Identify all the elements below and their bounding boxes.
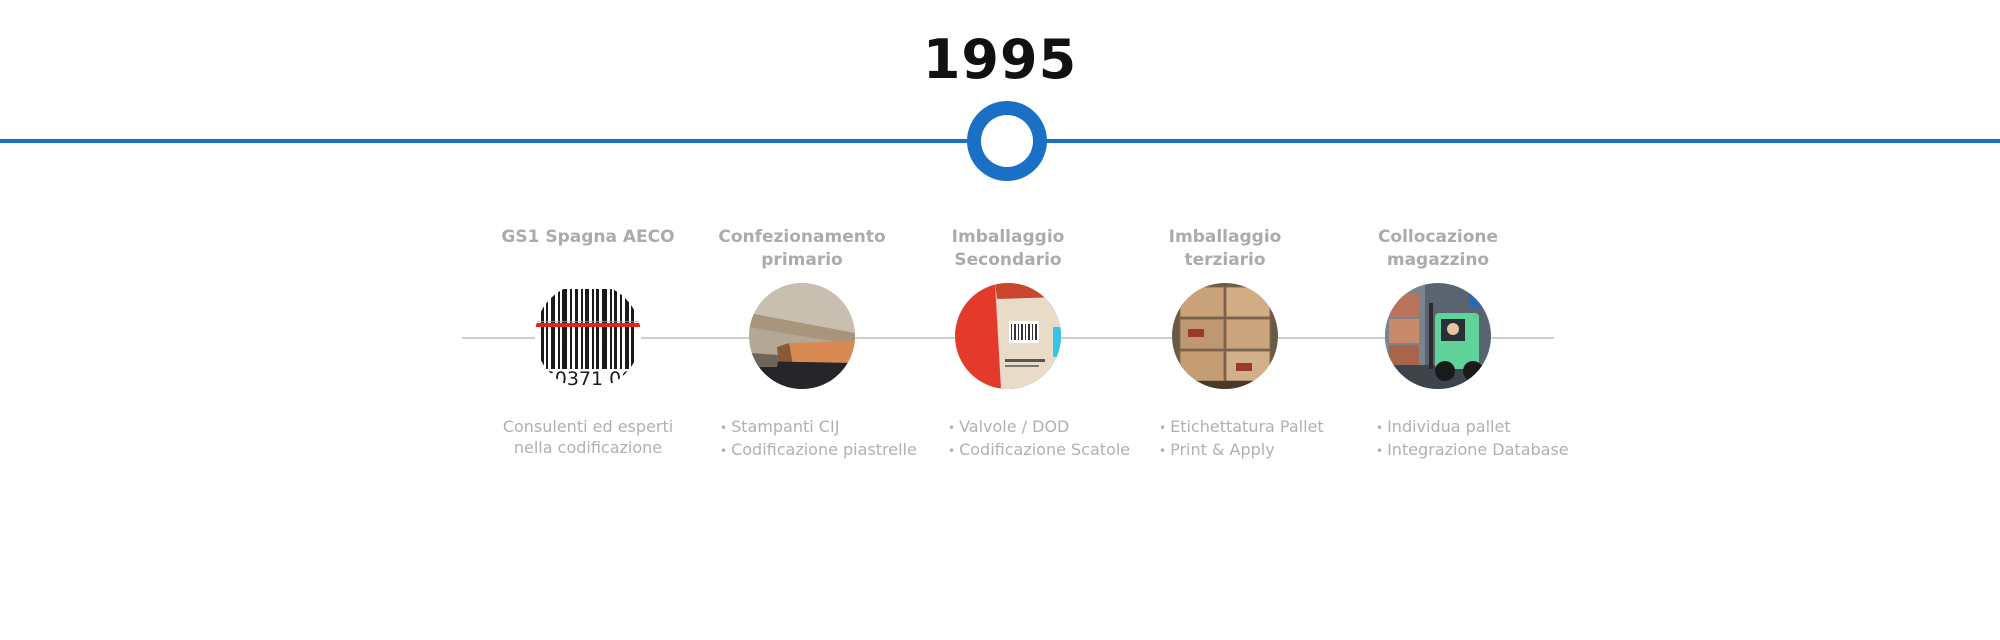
bullet-item: •Individua pallet (1376, 417, 1511, 436)
step-tertiary-packaging: Imballaggio terziario •Etichettatura Pal… (1095, 226, 1355, 466)
bullet-item: •Integrazione Database (1376, 440, 1569, 459)
tile-photo (749, 283, 855, 389)
step-description: •Valvole / DOD •Codificazione Scatole (878, 416, 1138, 462)
step-title: Imballaggio Secondario (951, 227, 1065, 270)
step-primary-packaging: Confezionamento primario •Stampanti CIJ … (672, 226, 932, 466)
carton-photo (955, 283, 1061, 389)
step-description: •Etichettatura Pallet •Print & Apply (1095, 416, 1355, 462)
step-title: Collocazione magazzino (1377, 227, 1499, 270)
bullet-item: •Stampanti CIJ (720, 417, 840, 436)
step-gs1-aeco: GS1 Spagna AECO (458, 226, 718, 466)
step-title: Confezionamento primario (718, 227, 886, 270)
step-description: •Stampanti CIJ •Codificazione piastrelle (672, 416, 932, 462)
timeline-marker[interactable] (967, 101, 1047, 181)
bullet-item: •Etichettatura Pallet (1159, 417, 1324, 436)
barcode-photo: 60371 00 (535, 283, 641, 389)
step-description: •Individua pallet •Integrazione Database (1308, 416, 1569, 462)
bullet-item: •Print & Apply (1159, 440, 1275, 459)
step-secondary-packaging: Imballaggio Secondario •Valvole / D (878, 226, 1138, 466)
bullet-item: •Codificazione piastrelle (720, 440, 917, 459)
step-title: Imballaggio terziario (1168, 227, 1282, 270)
step-description: Consulenti ed esperti nella codificazion… (502, 417, 674, 457)
pallet-photo (1172, 283, 1278, 389)
step-warehouse-placement: Collocazione magazzino •Individua pallet… (1308, 226, 1569, 466)
timeline-marker-center (981, 115, 1033, 167)
forklift-photo (1385, 283, 1491, 389)
year-heading: 1995 (922, 28, 1078, 91)
step-title: GS1 Spagna AECO (501, 227, 675, 247)
bullet-item: •Valvole / DOD (948, 417, 1070, 436)
bullet-item: •Codificazione Scatole (948, 440, 1131, 459)
barcode-digits: 60371 00 (543, 368, 634, 389)
